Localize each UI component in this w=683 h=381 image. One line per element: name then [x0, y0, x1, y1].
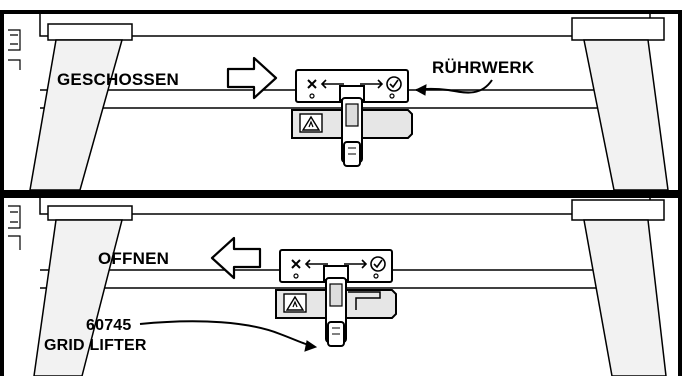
bottom-latch — [275, 249, 397, 347]
left-leg — [29, 23, 133, 191]
right-leg — [571, 17, 669, 191]
open-label: OFFNEN — [98, 249, 170, 268]
agitator-label: RÜHRWERK — [432, 58, 535, 77]
part-number-label: 60745 — [86, 317, 132, 334]
top-panel — [0, 10, 682, 194]
grid-lifter-label: GRID LIFTER — [44, 337, 147, 354]
ruhrwerk-leader — [415, 79, 493, 94]
bottom-panel — [0, 194, 682, 380]
closed-label: GESCHOSSEN — [57, 70, 179, 89]
grid-lifter-leader — [139, 320, 313, 347]
